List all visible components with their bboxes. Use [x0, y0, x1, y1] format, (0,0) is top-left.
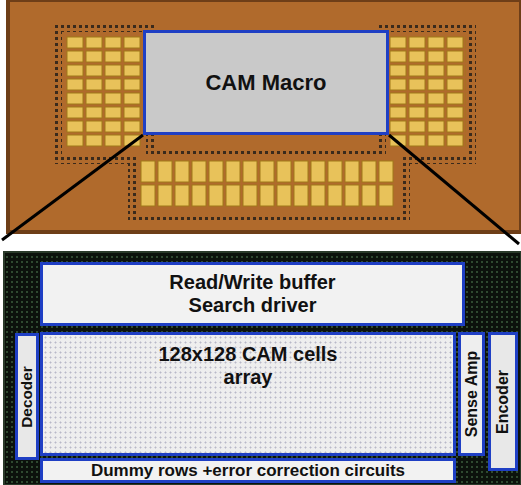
- cell-array: 128x128 CAM cells array: [40, 332, 456, 456]
- block-label: Dummy rows +error correction circuits: [91, 461, 405, 481]
- buffer-block: Read/Write buffer Search driver: [40, 262, 465, 326]
- sense-amp-block: Sense Amp: [458, 332, 485, 456]
- encoder-block: Encoder: [488, 332, 518, 471]
- macro-box: CAM Macro: [143, 30, 389, 135]
- block-label: Decoder: [18, 366, 36, 427]
- block-label: CAM Macro: [205, 70, 326, 95]
- decoder-block: Decoder: [15, 333, 39, 460]
- block-label: Encoder: [494, 369, 512, 433]
- block-label: Read/Write buffer Search driver: [153, 271, 353, 317]
- dummy-rows-block: Dummy rows +error correction circuits: [40, 458, 456, 483]
- block-label: Sense Amp: [462, 351, 480, 438]
- block-label: 128x128 CAM cells array: [143, 343, 353, 389]
